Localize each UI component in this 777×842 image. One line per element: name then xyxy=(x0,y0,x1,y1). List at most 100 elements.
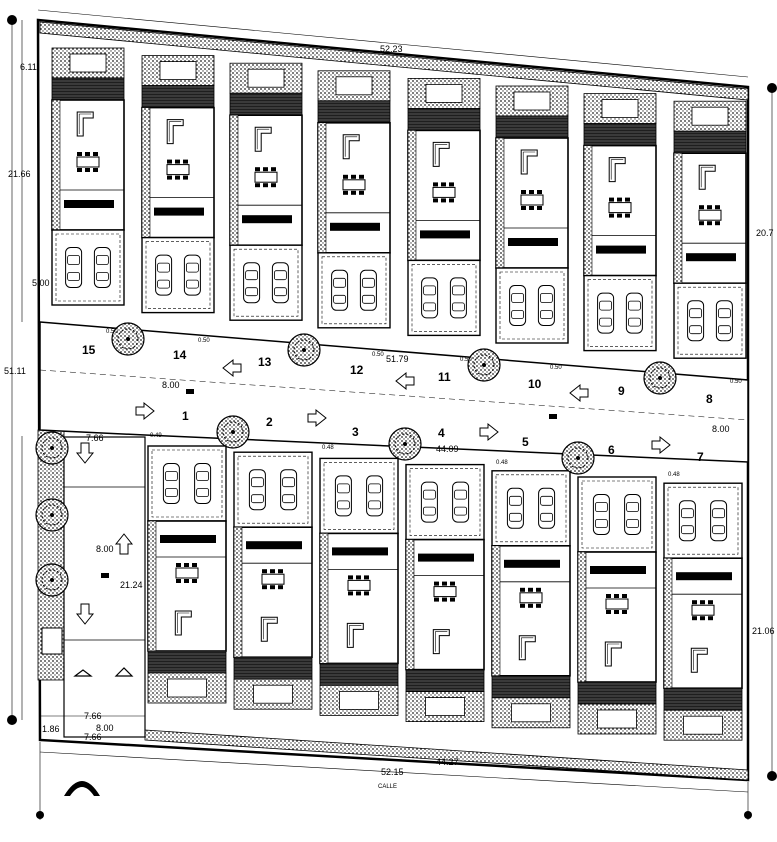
lot-pool xyxy=(247,68,285,88)
arrow-down-icon xyxy=(75,442,95,464)
lot-unit xyxy=(233,451,313,710)
tree-icon xyxy=(388,427,422,461)
garage-outline xyxy=(677,286,743,355)
tree-icon xyxy=(35,563,69,597)
dim-upper-garage-depth: 5.00 xyxy=(32,278,50,288)
lot-stair xyxy=(147,520,157,652)
lot-terrace xyxy=(673,130,747,154)
garage-outline xyxy=(145,241,211,309)
speed-bump-icon xyxy=(114,667,134,677)
dining-table-icon xyxy=(698,204,722,226)
dim-lower-row-length: 44.09 xyxy=(436,444,459,454)
lot-number-2: 2 xyxy=(266,415,273,429)
lot-garage xyxy=(673,282,747,359)
dim-strip: 0.50 xyxy=(106,329,118,335)
car-icon xyxy=(280,469,298,511)
dining-table-icon xyxy=(166,159,190,181)
lot-unit xyxy=(583,93,657,352)
car-icon xyxy=(366,475,384,517)
lot-garage xyxy=(491,470,571,547)
lot-unit xyxy=(229,62,303,321)
lot-pool xyxy=(513,91,551,111)
dim-total-depth: 51.11 xyxy=(4,366,26,376)
dining-table-icon xyxy=(608,197,632,219)
garage-outline xyxy=(409,468,481,536)
tree-icon xyxy=(35,498,69,532)
dim-bottom-width: 52.15 xyxy=(381,767,404,777)
dim-strip: 0.48 xyxy=(322,445,334,451)
boundary-marker xyxy=(767,771,777,781)
lot-garage xyxy=(495,267,569,344)
arrow-right-icon xyxy=(307,408,327,428)
car-icon xyxy=(248,469,266,511)
speed-bump-icon xyxy=(73,669,93,677)
road-centerline xyxy=(39,369,749,421)
dim-road-length: 51.79 xyxy=(386,354,409,364)
dim-strip: 0.50 xyxy=(730,379,742,385)
kitchen-counter xyxy=(332,547,388,556)
lot-pool xyxy=(253,684,293,704)
lot-stair xyxy=(491,545,501,677)
lot-terrace xyxy=(147,650,227,674)
car-icon xyxy=(537,285,555,326)
car-icon xyxy=(271,262,289,304)
lot-number-14: 14 xyxy=(173,348,187,362)
lot-unit xyxy=(495,85,569,344)
arrow-down-icon xyxy=(75,603,95,625)
dim-left-access-width-b: 7.66 xyxy=(84,711,102,721)
lot-pool xyxy=(167,678,207,698)
dim-strip: 0.50 xyxy=(372,352,384,358)
lot-unit xyxy=(577,476,657,735)
car-icon xyxy=(183,254,201,296)
lot-stair xyxy=(495,137,505,269)
lot-garage xyxy=(405,463,485,541)
lot-unit xyxy=(141,55,215,314)
dim-bottom-row-length: 44.27 xyxy=(436,757,459,767)
car-icon xyxy=(678,500,696,542)
lot-garage xyxy=(319,457,399,535)
top-perimeter-garden xyxy=(39,21,749,101)
lot-stair xyxy=(407,130,417,261)
lot-stair xyxy=(229,114,239,246)
road-marker xyxy=(186,389,194,394)
lot-pool xyxy=(425,84,463,103)
car-icon xyxy=(452,481,470,523)
car-icon xyxy=(155,254,173,296)
lot-garage xyxy=(663,482,743,559)
lot-pool xyxy=(683,715,723,735)
lot-number-8: 8 xyxy=(706,392,713,406)
lot-stair xyxy=(577,551,587,683)
car-icon xyxy=(243,262,261,304)
boundary-marker xyxy=(7,15,17,25)
dim-strip: 0.48 xyxy=(496,460,508,466)
car-icon xyxy=(687,300,705,342)
car-icon xyxy=(194,463,212,504)
lot-unit xyxy=(405,463,485,722)
kitchen-counter xyxy=(504,559,560,568)
car-icon xyxy=(710,500,728,542)
arrow-left-icon xyxy=(569,383,589,403)
dim-road-width-left: 8.00 xyxy=(162,380,180,390)
lot-garage xyxy=(577,476,657,553)
car-icon xyxy=(93,247,111,288)
kitchen-counter xyxy=(154,207,204,216)
car-icon xyxy=(597,292,615,334)
lot-terrace xyxy=(405,669,485,692)
kitchen-counter xyxy=(686,253,736,262)
car-icon xyxy=(715,300,733,342)
lot-number-10: 10 xyxy=(528,377,542,391)
dining-table-icon xyxy=(519,587,543,609)
dining-table-icon xyxy=(433,581,457,603)
dining-table-icon xyxy=(342,174,366,196)
arrow-left-icon xyxy=(222,358,242,378)
road-marker xyxy=(101,573,109,578)
lot-number-3: 3 xyxy=(352,425,359,439)
car-icon xyxy=(162,463,180,504)
dim-left-lower-depth: 21.24 xyxy=(120,580,143,590)
lot-terrace xyxy=(407,108,481,131)
garage-outline xyxy=(55,233,121,302)
dimension-line xyxy=(37,9,749,78)
lot-unit xyxy=(663,482,743,741)
dining-table-icon xyxy=(347,574,371,596)
dining-table-icon xyxy=(261,568,285,590)
